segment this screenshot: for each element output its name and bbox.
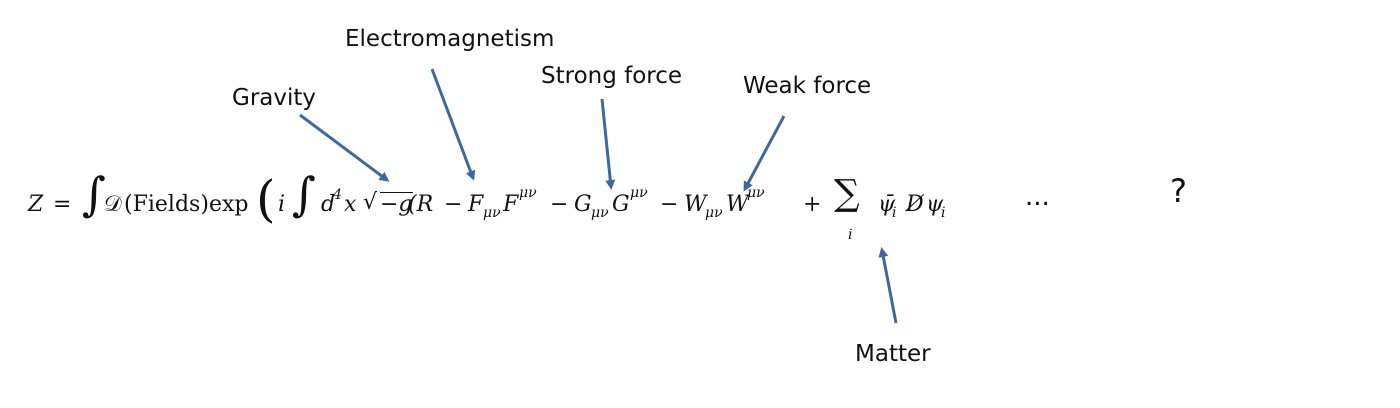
- partition-function-equation: Z = ∫ 𝒟 (Fields) exp ( i ∫ d 4 x √ −g (R…: [28, 171, 968, 254]
- eq-f-sup: μν: [519, 185, 537, 201]
- eq-script-d: 𝒟: [104, 192, 122, 217]
- eq-minus-1: −: [444, 192, 463, 217]
- eq-psi-bar-sub: i: [892, 205, 897, 221]
- eq-minus-2: −: [550, 192, 569, 217]
- eq-open-paren: (: [256, 170, 276, 228]
- arrow-gravity: [299, 113, 390, 182]
- arrow-matter: [878, 247, 898, 324]
- eq-plus: +: [803, 192, 822, 217]
- eq-minus-3: −: [660, 192, 679, 217]
- eq-g-sub: μν: [591, 205, 609, 221]
- eq-r: (R: [408, 192, 434, 217]
- eq-f-lower: F: [468, 192, 484, 217]
- eq-w-sub: μν: [705, 205, 723, 221]
- eq-w-upper: W: [726, 192, 749, 217]
- eq-psi-sub: i: [941, 205, 946, 221]
- label-weak-force: Weak force: [743, 73, 872, 99]
- eq-sum: ∑: [834, 173, 860, 214]
- eq-equals: =: [53, 192, 72, 217]
- eq-f-upper: F: [503, 192, 519, 217]
- arrow-strong-force: [600, 98, 616, 190]
- eq-integral-1: ∫: [82, 167, 106, 221]
- eq-psi-bar: ψ̄: [878, 192, 896, 217]
- arrow-weak-force: [743, 115, 786, 192]
- eq-exp: exp: [209, 192, 249, 217]
- eq-integral-2: ∫: [292, 167, 316, 221]
- label-strong-force: Strong force: [541, 63, 683, 89]
- label-electromagnetism: Electromagnetism: [345, 26, 555, 52]
- label-matter: Matter: [855, 341, 931, 367]
- eq-sqrt: √: [363, 190, 378, 215]
- eq-g-lower: G: [574, 192, 592, 217]
- eq-dslash: D̸: [906, 192, 924, 217]
- eq-d-exponent: 4: [333, 187, 342, 203]
- question-mark: ?: [1170, 172, 1187, 210]
- eq-i: i: [278, 192, 286, 217]
- eq-sum-index: i: [848, 227, 853, 243]
- eq-fields: (Fields): [124, 192, 209, 217]
- eq-w-lower: W: [684, 192, 707, 217]
- eq-d: d: [321, 192, 336, 217]
- eq-neg-g: −g: [380, 192, 413, 217]
- arrow-electromagnetism: [430, 68, 476, 181]
- eq-z: Z: [28, 192, 44, 217]
- label-gravity: Gravity: [232, 85, 317, 111]
- eq-psi: ψ: [926, 192, 944, 217]
- eq-g-upper: G: [612, 192, 630, 217]
- eq-g-sup: μν: [630, 185, 648, 201]
- ellipsis: ...: [1025, 182, 1050, 212]
- eq-x: x: [344, 192, 357, 217]
- eq-f-sub: μν: [483, 205, 501, 221]
